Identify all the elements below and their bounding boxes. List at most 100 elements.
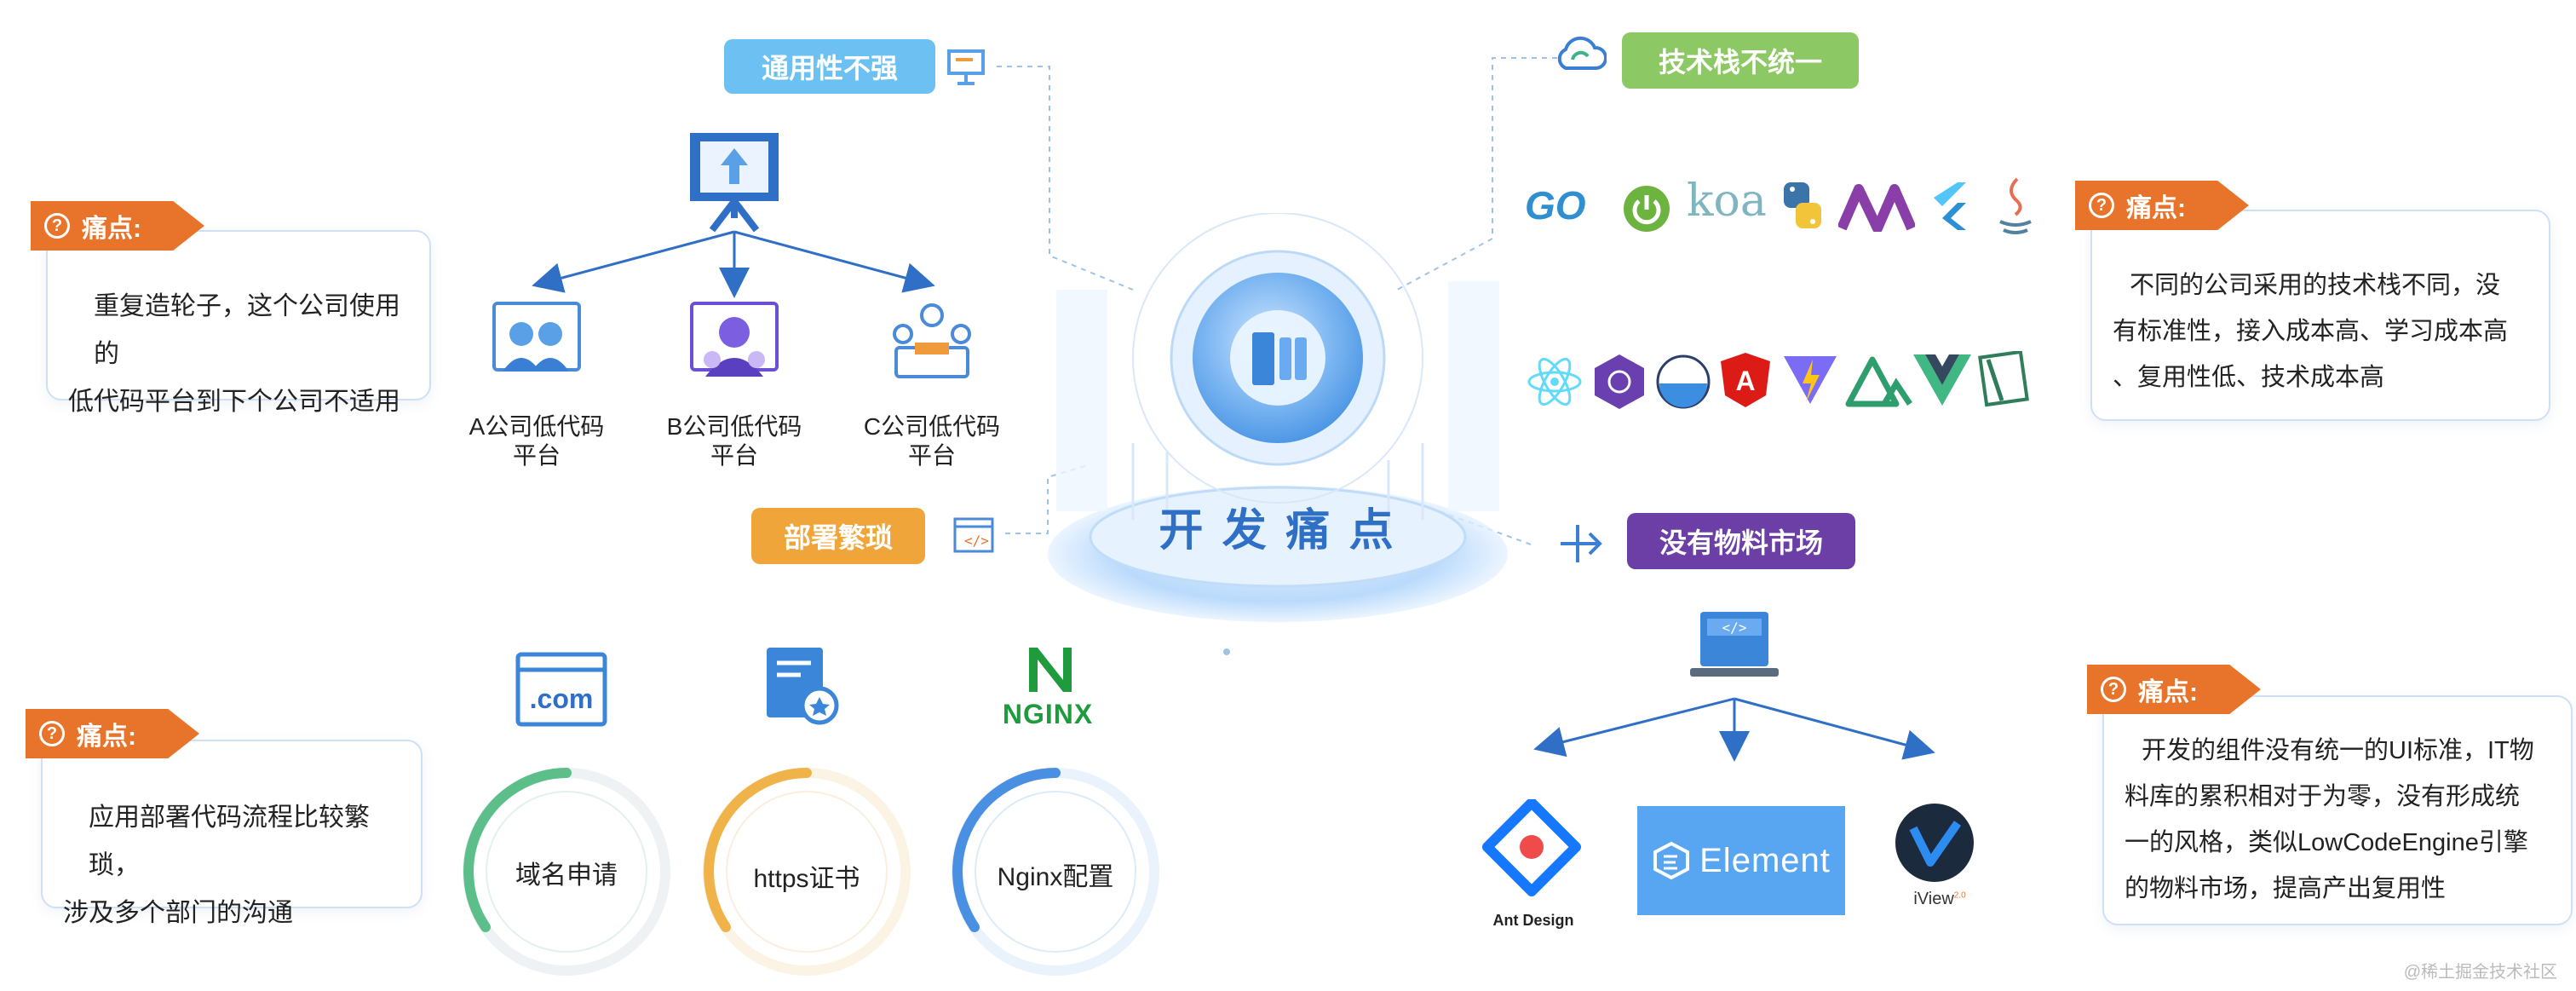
watermark: @稀土掘金技术社区 [2403,963,2557,982]
center-platform-graphic [1048,213,1508,655]
ring-domain-graphic [463,768,670,976]
callout-tag-label: 痛点: [77,723,136,751]
platform-caption-line: A公司低代码 [469,413,605,440]
question-icon: ? [44,213,70,239]
callout-text-line: 、复用性低、技术成本高 [2113,364,2385,391]
pill-generality: 通用性不强 [724,39,935,94]
sass-bowl-logo-icon [1656,354,1711,409]
callout-text-line: 低代码平台到下个公司不适用 [68,388,400,416]
callout-text-line: 不同的公司采用的技术栈不同，没 [2130,272,2501,299]
pill-tech-stack: 技术栈不统一 [1622,32,1859,89]
dash-market [1439,510,1534,546]
domain-com-icon [515,652,607,727]
ring-label-https: https证书 [753,865,860,893]
platform-caption-line: 平台 [907,442,956,469]
svg-text:A: A [1735,366,1755,396]
pill-deploy: 部署繁琐 [751,508,925,564]
login-arrow-icon [1561,525,1602,562]
presentation-upload-icon [690,133,779,233]
vuetify-book-logo-icon [1978,351,2029,407]
question-icon: ? [39,721,65,746]
ring-nginx-graphic [952,768,1159,976]
react-logo-icon [1527,357,1582,406]
callout-tag-bottom-right: ? 痛点: [2087,665,2261,714]
laptop-code-icon: </> [1690,612,1779,677]
tree-right-c [1734,697,1935,760]
element-logo-box: Element [1637,806,1845,915]
callout-tag-top-right: ? 痛点: [2075,181,2249,230]
callout-bottom-left: 应用部署代码流程比较繁琐， 涉及多个部门的沟通 [41,740,423,927]
ant-design-logo-icon [1482,799,1581,896]
nginx-logo-text: NGINX [1002,699,1094,729]
ring-https-graphic [703,768,911,976]
group-users-icon [492,302,581,372]
platform-caption-line: B公司低代码 [666,413,802,440]
callout-tag-label: 痛点: [2126,194,2186,222]
go-logo: GO [1525,183,1586,228]
certificate-badge-icon [767,648,839,725]
meeting-team-icon [893,303,971,378]
python-logo-icon [1784,182,1821,228]
pill-market: 没有物料市场 [1627,513,1855,569]
center-icon-bar [1252,332,1274,385]
callout-text-line: 有标准性，接入成本高、学习成本高 [2113,318,2509,345]
nginx-n-icon [1029,648,1072,692]
domain-com-text: .com [529,683,594,714]
iview-label-text: iView [1913,890,1954,908]
callout-text-line: 的物料市场，提高产出复用性 [2125,875,2447,902]
callout-top-left: 重复造轮子，这个公司使用的 低代码平台到下个公司不适用 [46,230,431,416]
spring-power-icon [1624,186,1670,232]
ring-label-nginx: Nginx配置 [997,863,1114,891]
iview-label: iView2.0 [1901,890,1978,909]
callout-text-line: 重复造轮子，这个公司使用的 [94,292,400,368]
dash-deploy [1005,464,1091,534]
svg-text:</>: </> [1722,619,1747,636]
dash-techstack [1396,57,1557,291]
iview-logo-icon [1895,804,1974,882]
callout-bottom-right: 开发的组件没有统一的UI标准，IT物 料库的累积相对于为零，没有形成统 一的风格… [2102,695,2573,925]
angular-logo-icon: A [1721,353,1770,407]
cloud-sync-icon [1557,36,1607,70]
ring-label-domain: 域名申请 [515,861,618,890]
user-frame-icon [690,302,779,377]
presentation-board-icon [947,49,985,85]
nuxt-logo-icon [1845,356,1912,407]
tree-left-c [733,230,935,293]
platform-caption-a: A公司低代码 平台 [460,412,613,470]
callout-text-line: 料库的累积相对于为零，没有形成统 [2125,783,2521,810]
dash-generality [997,66,1134,291]
callout-text-line: 一的风格，类似LowCodeEngine引擎 [2125,829,2528,856]
platform-caption-line: 平台 [512,442,561,469]
center-title: 开 发 痛 点 [1159,506,1397,556]
nestjs-logo-icon [1838,184,1915,232]
callout-top-right: 不同的公司采用的技术栈不同，没 有标准性，接入成本高、学习成本高 、复用性低、技… [2090,210,2550,421]
question-icon: ? [2101,677,2126,702]
platform-caption-line: 平台 [710,442,758,469]
callout-text-line: 开发的组件没有统一的UI标准，IT物 [2142,737,2534,764]
svg-text:</>: </> [964,533,989,549]
vue-logo-icon [1913,354,1971,406]
callout-tag-label: 痛点: [82,215,141,243]
platform-caption-c: C公司低代码 平台 [855,412,1009,470]
platform-caption-line: C公司低代码 [863,413,1001,440]
tree-left-a [532,230,735,293]
element-logo-icon [1653,841,1690,880]
element-logo-text: Element [1699,841,1831,879]
callout-text-line: 涉及多个部门的沟通 [63,899,293,927]
code-window-icon: </> [953,517,994,553]
redux-hex-logo-icon [1595,354,1644,409]
platform-caption-b: B公司低代码 平台 [658,412,811,470]
callout-text-line: 应用部署代码流程比较繁琐， [89,804,370,879]
vite-logo-icon [1784,356,1837,404]
callout-tag-label: 痛点: [2138,678,2198,706]
koa-logo: koa [1687,176,1767,227]
question-icon: ? [2089,193,2114,218]
flutter-logo-icon [1934,182,1966,230]
ant-design-label: Ant Design [1492,912,1574,929]
tree-right-a [1533,697,1735,758]
iview-version: 2.0 [1953,890,1966,901]
callout-tag-top-left: ? 痛点: [31,201,204,251]
callout-tag-bottom-left: ? 痛点: [26,709,199,758]
java-logo-icon [1999,177,2032,234]
